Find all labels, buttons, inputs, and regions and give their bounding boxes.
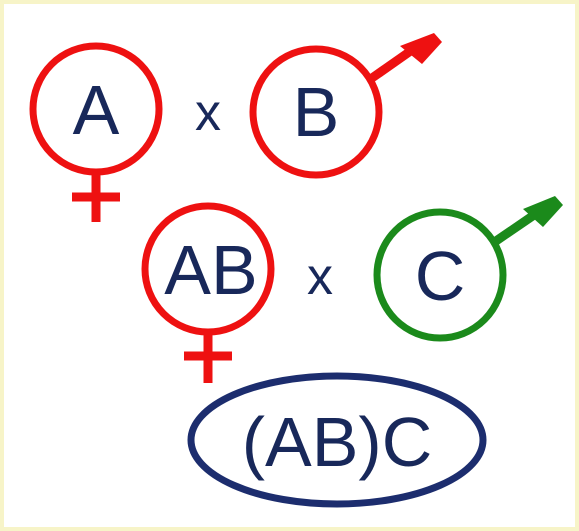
cross-operator-1: x <box>195 84 221 142</box>
parent-a-label: A <box>73 71 120 149</box>
cross-operator-2: x <box>307 248 333 306</box>
parent-c-label: C <box>415 237 466 315</box>
female-symbol-ab-icon <box>141 202 275 383</box>
male-symbol-c-icon <box>373 196 563 342</box>
male-symbol-b-icon <box>249 33 442 179</box>
female-symbol-a-icon <box>29 42 163 222</box>
result-ellipse <box>187 372 487 508</box>
hybrid-ab-label: AB <box>164 231 257 309</box>
parent-b-label: B <box>293 73 340 151</box>
result-label: (AB)C <box>242 403 433 481</box>
